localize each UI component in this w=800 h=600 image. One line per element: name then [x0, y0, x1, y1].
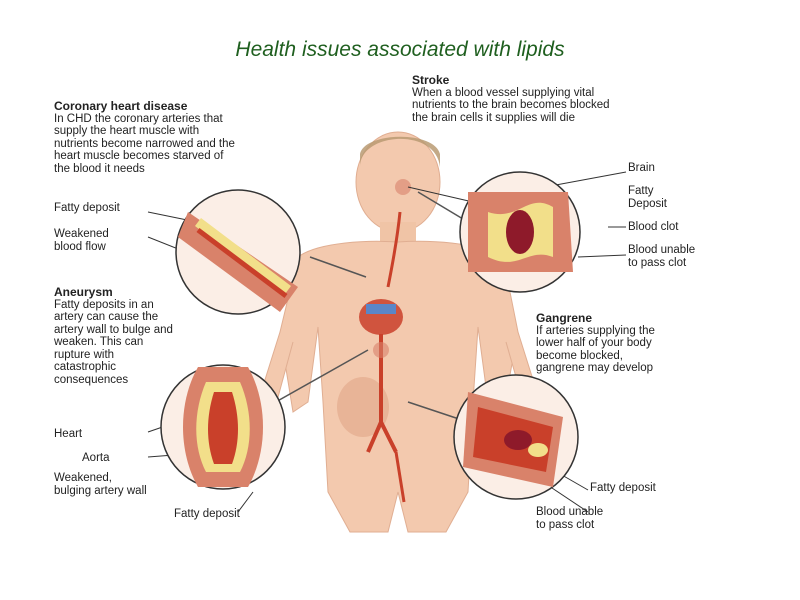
aneurysm-section: Aneurysm Fatty deposits in an artery can…	[54, 286, 254, 386]
chd-description: In CHD the coronary arteries that supply…	[54, 112, 235, 175]
gangrene-heading: Gangrene	[536, 311, 593, 325]
chd-magnified-artery	[175, 189, 301, 315]
stroke-magnified-artery	[459, 171, 581, 293]
brain-label: Brain	[628, 162, 655, 174]
bulging-wall-label: Weakened, bulging artery wall	[54, 472, 147, 497]
aneurysm-heading: Aneurysm	[54, 285, 113, 299]
stroke-description: When a blood vessel supplying vital nutr…	[412, 86, 610, 124]
stroke-blood-unable-label: Blood unable to pass clot	[628, 244, 696, 269]
gangrene-description: If arteries supplying the lower half of …	[536, 324, 655, 375]
chd-heading: Coronary heart disease	[54, 99, 188, 113]
arterial-system	[359, 179, 411, 503]
lipid-health-diagram: Coronary heart disease In CHD the corona…	[48, 72, 752, 542]
gangrene-magnified-artery	[453, 374, 579, 500]
heart-label: Heart	[54, 428, 83, 440]
aneurysm-description: Fatty deposits in an artery can cause th…	[54, 298, 173, 386]
anatomy-illustration	[147, 131, 627, 533]
gangrene-section: Gangrene If arteries supplying the lower…	[536, 312, 746, 375]
stroke-section: Stroke When a blood vessel supplying vit…	[412, 74, 742, 124]
chd-fatty-deposit-label: Fatty deposit	[54, 202, 120, 214]
gangrene-fatty-deposit-label: Fatty deposit	[590, 482, 656, 494]
aorta-label: Aorta	[82, 452, 110, 464]
aneurysm-fatty-deposit-label: Fatty deposit	[174, 508, 240, 520]
chd-weakened-flow-label: Weakened blood flow	[54, 228, 109, 253]
chd-section: Coronary heart disease In CHD the corona…	[54, 100, 354, 175]
blood-clot-label: Blood clot	[628, 221, 679, 233]
gangrene-blood-unable-label: Blood unable to pass clot	[536, 506, 604, 531]
stroke-fatty-deposit-label: Fatty Deposit	[628, 185, 667, 210]
aneurysm-magnified-artery	[160, 364, 286, 490]
stroke-heading: Stroke	[412, 73, 450, 87]
slide-title: Health issues associated with lipids	[235, 38, 565, 61]
